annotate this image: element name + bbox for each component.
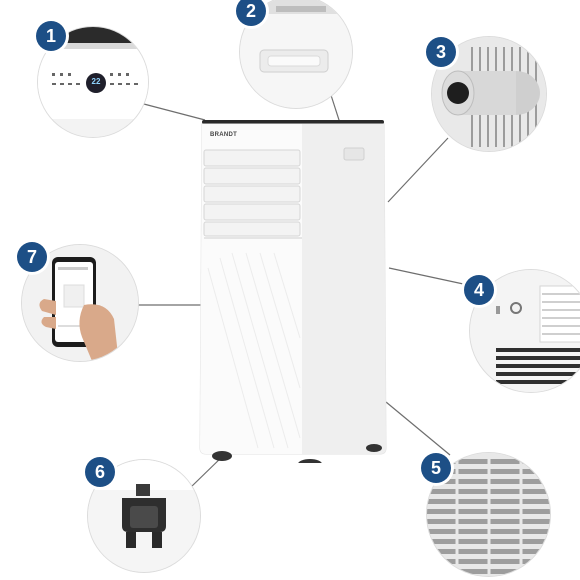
badge-4: 4 [464,275,494,305]
brand-logo: BRANDT [210,132,238,138]
badge-3: 3 [426,37,456,67]
air-conditioner-unit: BRANDT [198,118,388,469]
badge-6: 6 [85,457,115,487]
panel-temperature-display: 22 [91,77,101,86]
badge-7: 7 [17,242,47,272]
badge-1: 1 [36,21,66,51]
badge-5: 5 [421,453,451,483]
callout-control-panel: 22 [38,27,148,137]
badge-2: 2 [236,0,266,26]
